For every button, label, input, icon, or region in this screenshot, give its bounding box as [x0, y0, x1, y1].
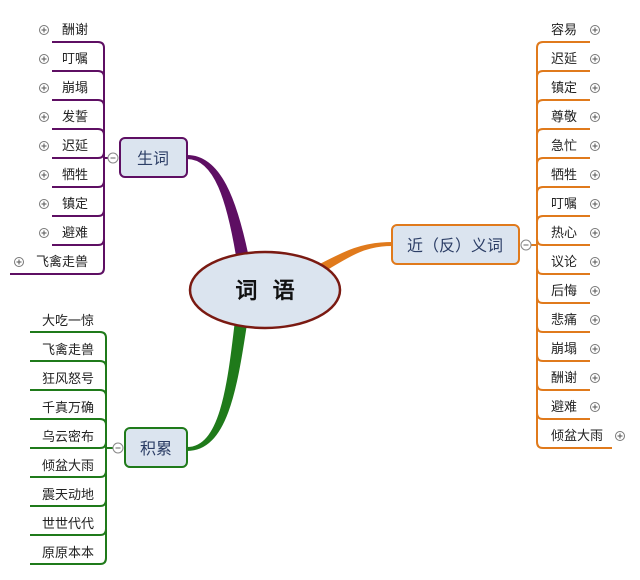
topic-label-jinfanyici: 近（反）义词 [407, 236, 503, 255]
topic-item[interactable]: 避难 [62, 226, 88, 241]
plus-sign-icon [592, 114, 598, 120]
topic-node-jilei[interactable] [124, 427, 188, 468]
plus-sign-icon [41, 85, 47, 91]
item-connector [536, 245, 612, 449]
plus-sign-icon [617, 433, 623, 439]
plus-sign-icon [592, 56, 598, 62]
topic-item[interactable]: 容易 [551, 22, 577, 38]
branch-connector-jinfanyici [316, 241, 393, 274]
topic-item[interactable]: 议论 [551, 255, 577, 270]
branch-connector-jilei [186, 318, 248, 452]
plus-sign-icon [41, 230, 47, 236]
topic-item[interactable]: 迟延 [551, 52, 577, 67]
topic-item[interactable]: 叮嘱 [62, 52, 88, 67]
topic-item[interactable]: 镇定 [62, 197, 88, 212]
item-connector [30, 441, 107, 449]
plus-sign-icon [592, 259, 598, 265]
branch-connector-shengci [186, 154, 250, 264]
topic-item[interactable]: 倾盆大雨 [42, 459, 94, 474]
topic-item[interactable]: 避难 [551, 400, 577, 415]
central-topic-label: 词 语 [235, 279, 294, 304]
topic-item[interactable]: 后悔 [551, 284, 577, 299]
item-connector [52, 99, 105, 158]
item-connector [536, 157, 590, 245]
plus-sign-icon [41, 143, 47, 149]
topic-item[interactable]: 悲痛 [551, 312, 577, 328]
topic-item[interactable]: 乌云密布 [42, 429, 94, 445]
plus-sign-icon [41, 172, 47, 178]
central-topic[interactable] [188, 250, 342, 330]
topic-label-jilei: 积累 [140, 439, 172, 458]
item-connector [30, 418, 107, 448]
plus-sign-icon [592, 143, 598, 149]
item-connector [536, 41, 590, 245]
plus-sign-icon [592, 346, 598, 352]
plus-sign-icon [41, 114, 47, 120]
topic-item[interactable]: 千真万确 [42, 401, 94, 416]
topic-item[interactable]: 叮嘱 [551, 197, 577, 212]
topic-item[interactable]: 崩塌 [551, 342, 577, 357]
item-connector [536, 128, 590, 245]
plus-sign-icon [592, 230, 598, 236]
item-connector [52, 41, 105, 158]
topic-item[interactable]: 大吃一惊 [42, 313, 94, 329]
topic-item[interactable]: 镇定 [551, 81, 577, 96]
plus-sign-icon [41, 27, 47, 33]
topic-node-shengci[interactable] [119, 137, 188, 178]
topic-label-shengci: 生词 [137, 149, 169, 168]
topic-item[interactable]: 原原本本 [42, 546, 94, 561]
plus-sign-icon [41, 201, 47, 207]
item-connector [52, 70, 105, 158]
topic-item[interactable]: 倾盆大雨 [551, 429, 603, 444]
topic-item[interactable]: 酬谢 [551, 370, 577, 386]
topic-item[interactable]: 飞禽走兽 [42, 342, 94, 358]
topic-item[interactable]: 酬谢 [62, 22, 88, 38]
topic-item[interactable]: 热心 [551, 226, 577, 241]
topic-item[interactable]: 迟延 [62, 139, 88, 154]
item-connector [536, 215, 590, 245]
topic-item[interactable]: 牺牲 [62, 168, 88, 183]
plus-sign-icon [592, 288, 598, 294]
topic-item[interactable]: 震天动地 [42, 488, 94, 503]
item-connector [52, 128, 105, 158]
plus-sign-icon [41, 56, 47, 62]
plus-sign-icon [592, 172, 598, 178]
topic-item[interactable]: 崩塌 [62, 81, 88, 96]
topic-item[interactable]: 尊敬 [551, 109, 577, 125]
topic-item[interactable]: 急忙 [551, 139, 577, 154]
plus-sign-icon [592, 317, 598, 323]
topic-item[interactable]: 发誓 [62, 109, 88, 125]
plus-sign-icon [592, 85, 598, 91]
topic-item[interactable]: 飞禽走兽 [36, 254, 88, 270]
plus-sign-icon [592, 27, 598, 33]
topic-item[interactable]: 狂风怒号 [42, 372, 94, 387]
plus-sign-icon [592, 201, 598, 207]
plus-sign-icon [592, 375, 598, 381]
item-connector [536, 70, 590, 245]
item-connector [30, 360, 107, 448]
item-connector [10, 158, 105, 275]
plus-sign-icon [592, 404, 598, 410]
item-connector [30, 331, 107, 448]
item-connector [30, 448, 107, 565]
topic-item[interactable]: 世世代代 [42, 517, 94, 532]
item-connector [52, 151, 105, 159]
item-connector [30, 389, 107, 448]
item-connector [536, 186, 590, 245]
item-connector [536, 99, 590, 245]
item-connector [536, 238, 590, 246]
topic-item[interactable]: 牺牲 [551, 168, 577, 183]
plus-sign-icon [16, 259, 22, 265]
topic-node-jinfanyici[interactable] [391, 224, 520, 265]
